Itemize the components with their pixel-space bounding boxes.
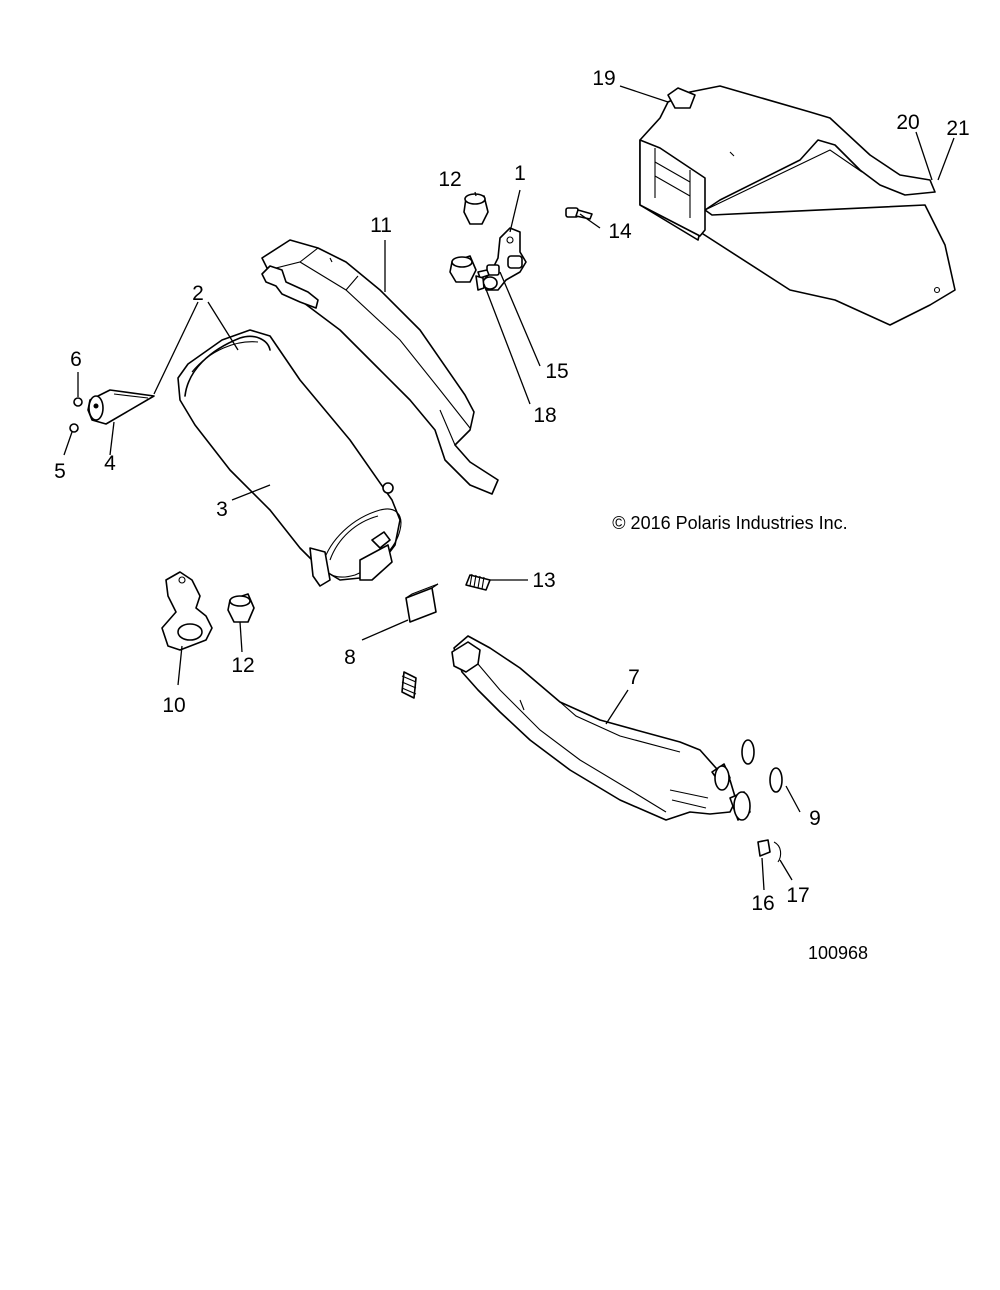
callout-labels: 1 12 2 6 5 4 3 11 14 15 18 13 8 10 12 7 …	[54, 67, 970, 915]
callout-1: 1	[514, 162, 526, 185]
spark-arrestor-4	[87, 389, 155, 425]
heat-shield-19	[639, 85, 956, 326]
muffler-3	[177, 265, 402, 587]
gasket-8	[405, 583, 439, 623]
leader-lines	[63, 85, 955, 891]
gasket-ring-9	[741, 739, 783, 793]
callout-19: 19	[592, 67, 615, 90]
callout-13: 13	[532, 569, 555, 592]
callout-21: 21	[946, 117, 969, 140]
rubber-isolator-12-lower	[227, 593, 255, 623]
rubber-isolator-12-upper	[449, 193, 489, 283]
callout-12-upper: 12	[438, 168, 461, 191]
figure-id: 100968	[808, 943, 868, 963]
clip-17	[773, 841, 782, 863]
callout-2: 2	[192, 282, 204, 305]
heat-shield-11	[261, 239, 499, 495]
callout-12-lower: 12	[231, 654, 254, 677]
callout-9: 9	[809, 807, 821, 830]
callout-17: 17	[786, 884, 809, 907]
callout-3: 3	[216, 498, 228, 521]
screw-5	[69, 423, 79, 433]
callout-4: 4	[104, 452, 116, 475]
callout-14: 14	[608, 220, 632, 243]
callout-20: 20	[896, 111, 919, 134]
spring-13	[465, 573, 491, 591]
callout-5: 5	[54, 460, 66, 483]
copyright-notice: © 2016 Polaris Industries Inc.	[612, 513, 847, 533]
bolt-14	[565, 207, 593, 220]
nut-16	[757, 839, 771, 857]
callout-15: 15	[545, 360, 568, 383]
spring-lower	[401, 671, 417, 699]
head-pipe-7	[451, 635, 751, 821]
nut-6	[73, 397, 83, 407]
callout-18: 18	[533, 404, 556, 427]
mount-bracket-1	[482, 227, 527, 291]
callout-16: 16	[751, 892, 774, 915]
callout-8: 8	[344, 646, 356, 669]
clip-18	[475, 275, 485, 291]
callout-10: 10	[162, 694, 185, 717]
callout-6: 6	[70, 348, 82, 371]
callout-7: 7	[628, 666, 640, 689]
screw-15	[477, 264, 500, 279]
callout-11: 11	[370, 214, 392, 237]
mount-bracket-10	[161, 571, 213, 651]
